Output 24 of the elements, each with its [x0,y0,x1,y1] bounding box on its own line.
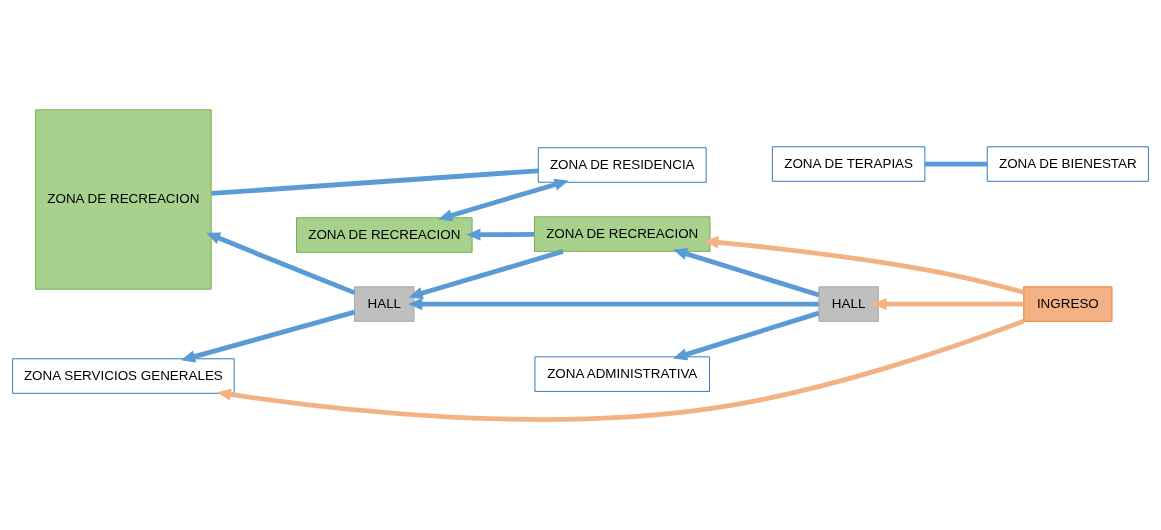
arrow [408,249,564,300]
node-box: ZONA DE RECREACION [296,217,473,253]
connector [924,161,988,167]
arrow [408,297,819,311]
arrow [704,236,1025,295]
node-box: ZONA DE BIENESTAR [986,146,1149,182]
node-box: ZONA DE RESIDENCIA [537,147,707,183]
node-box: INGRESO [1023,286,1113,322]
node-box: HALL [818,286,879,322]
node-box: ZONA ADMINISTRATIVA [534,356,710,392]
node-box: ZONA DE RECREACION [35,109,212,290]
arrow [872,297,1024,311]
node-box: ZONA DE RECREACION [533,216,711,252]
arrow [672,310,820,361]
node-box: ZONA SERVICIOS GENERALES [12,358,235,394]
node-box: HALL [354,286,415,322]
arrow [216,318,1025,422]
node-box: ZONA DE TERAPIAS [771,146,926,182]
arrow [466,228,535,241]
arrow [205,232,356,295]
connector [211,168,539,196]
arrow [672,247,820,298]
arrow [438,178,569,222]
arrow [180,309,356,363]
